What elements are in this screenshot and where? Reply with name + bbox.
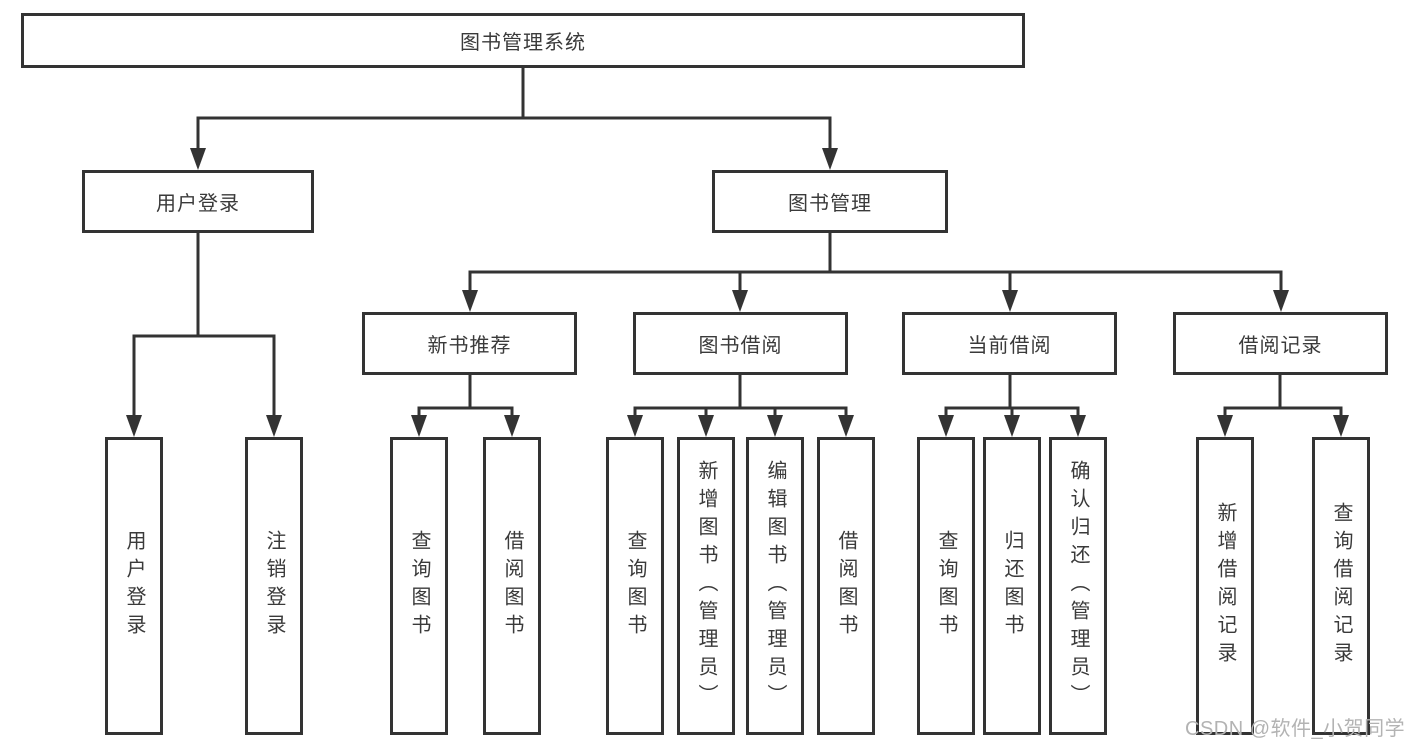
leaf-borrow-books-borrowing: 借阅图书 [817, 437, 875, 735]
leaf-query-borrow-record: 查询借阅记录 [1312, 437, 1370, 735]
leaf-user-login: 用户登录 [105, 437, 163, 735]
node-book-borrowing: 图书借阅 [633, 312, 848, 375]
leaf-edit-books-admin: 编辑图书（管理员） [746, 437, 804, 735]
node-book-management-module: 图书管理 [712, 170, 948, 233]
leaf-confirm-return-admin: 确认归还（管理员） [1049, 437, 1107, 735]
leaf-query-books-current: 查询图书 [917, 437, 975, 735]
leaf-logout: 注销登录 [245, 437, 303, 735]
arrowheads [126, 148, 1349, 437]
leaf-return-books: 归还图书 [983, 437, 1041, 735]
csdn-watermark: CSDN @软件_小贺同学 [1185, 718, 1405, 740]
leaf-query-books-borrowing: 查询图书 [606, 437, 664, 735]
leaf-query-books-recommend: 查询图书 [390, 437, 448, 735]
leaf-add-books-admin: 新增图书（管理员） [677, 437, 735, 735]
node-root-system: 图书管理系统 [21, 13, 1025, 68]
leaf-add-borrow-record: 新增借阅记录 [1196, 437, 1254, 735]
node-current-borrowing: 当前借阅 [902, 312, 1117, 375]
node-borrow-records: 借阅记录 [1173, 312, 1388, 375]
node-new-book-recommend: 新书推荐 [362, 312, 577, 375]
tree-edges [132, 68, 1343, 420]
node-user-login-module: 用户登录 [82, 170, 314, 233]
leaf-borrow-books-recommend: 借阅图书 [483, 437, 541, 735]
